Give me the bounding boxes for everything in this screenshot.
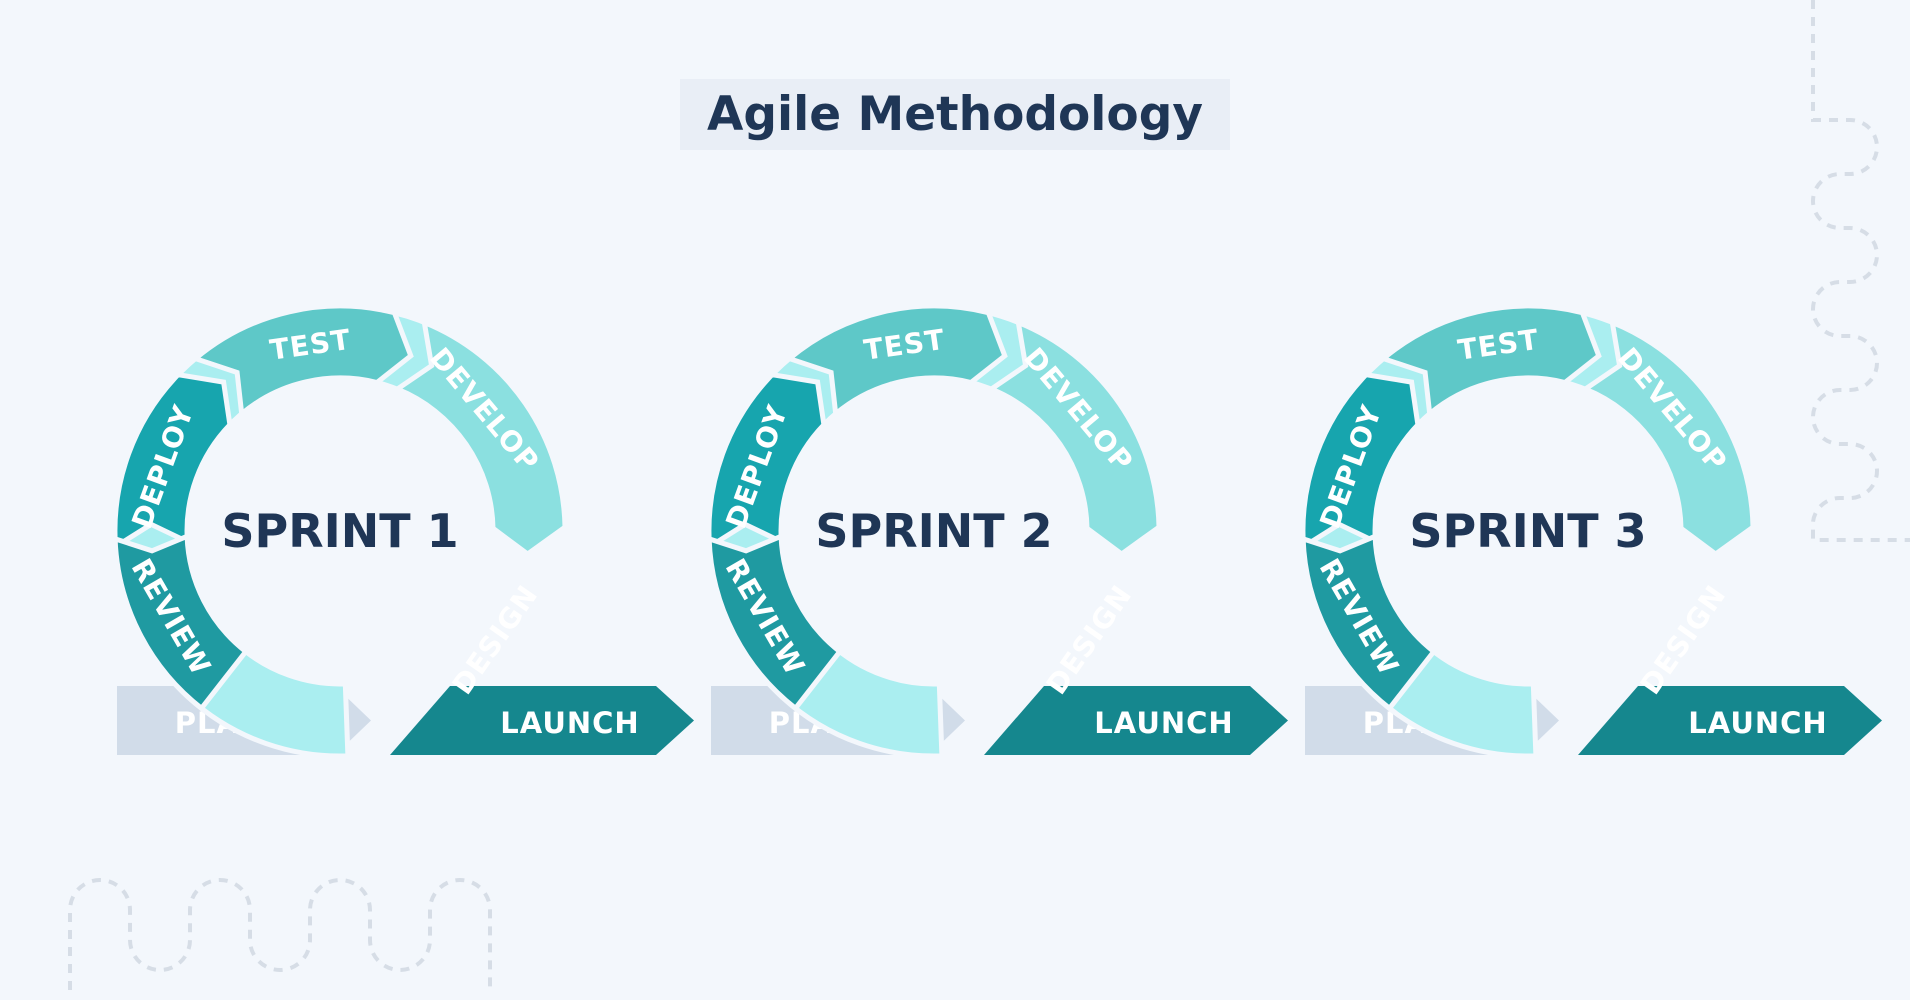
- test-segment: [1378, 303, 1602, 419]
- launch-arrow: [1578, 686, 1882, 755]
- review-segment: [1300, 532, 1438, 712]
- review-segment: [706, 532, 844, 712]
- launch-label: LAUNCH: [1094, 706, 1233, 740]
- sprint-cycle-2: PLANLAUNCHDESIGNDEVELOPTESTDEPLOYREVIEWS…: [706, 303, 1288, 759]
- deploy-segment: [1300, 372, 1421, 552]
- sprint-cycle-3: PLANLAUNCHDESIGNDEVELOPTESTDEPLOYREVIEWS…: [1300, 303, 1882, 759]
- launch-arrow: [984, 686, 1288, 755]
- sprint-label: SPRINT 2: [815, 504, 1052, 558]
- design-label: DESIGN: [1634, 579, 1733, 701]
- design-label: DESIGN: [446, 579, 545, 701]
- test-segment: [784, 303, 1008, 419]
- decorative-squiggle-bottom: [68, 878, 492, 990]
- launch-label: LAUNCH: [1688, 706, 1827, 740]
- deploy-segment: [706, 372, 827, 552]
- decorative-squiggle-right: [1811, 0, 1910, 542]
- develop-segment: [1580, 318, 1756, 558]
- sprint-cycle-1: PLANLAUNCHDESIGNDEVELOPTESTDEPLOYREVIEWS…: [112, 303, 694, 759]
- develop-segment: [392, 318, 568, 558]
- sprint-label: SPRINT 1: [221, 504, 458, 558]
- develop-segment: [986, 318, 1162, 558]
- review-segment: [112, 532, 250, 712]
- sprint-label: SPRINT 3: [1409, 504, 1646, 558]
- design-label: DESIGN: [1040, 579, 1139, 701]
- deploy-segment: [112, 372, 233, 552]
- launch-label: LAUNCH: [500, 706, 639, 740]
- title-box: Agile Methodology: [680, 79, 1230, 150]
- launch-arrow: [390, 686, 694, 755]
- test-segment: [190, 303, 414, 419]
- page-title: Agile Methodology: [707, 87, 1203, 142]
